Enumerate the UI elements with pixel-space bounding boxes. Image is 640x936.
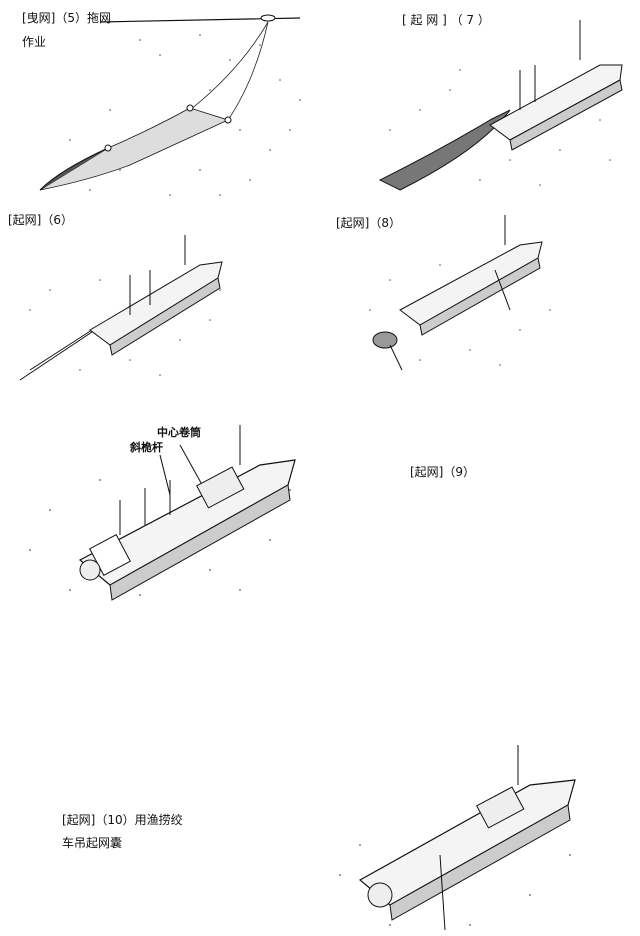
caption-panel-10-line1: [起网]（10）用渔捞绞 <box>62 813 183 827</box>
caption-panel-9: [起网]（9） <box>410 465 475 479</box>
caption-panel-6: [起网]（6） <box>8 213 73 227</box>
label-center-winch: 中心卷筒 <box>157 426 201 439</box>
panel-10-ship-illustration <box>339 745 576 931</box>
caption-panel-5-line2: 作业 <box>22 35 47 49</box>
caption-panel-10-line2: 车吊起网囊 <box>62 836 123 850</box>
caption-panel-5-line1: [曳网]（5）拖网 <box>22 11 111 25</box>
label-derrick: 斜桅杆 <box>130 441 163 454</box>
panel-5-trawl-illustration <box>39 14 301 196</box>
caption-panel-8: [起网]（8） <box>336 216 401 230</box>
caption-panel-7: [ 起 网 ] （ 7 ） <box>402 13 490 27</box>
panel-8-ship-illustration <box>369 215 551 371</box>
panel-6-ship-illustration <box>19 235 223 381</box>
panel-7-ship-illustration <box>378 20 623 191</box>
panel-9-ship-illustration <box>29 425 296 601</box>
